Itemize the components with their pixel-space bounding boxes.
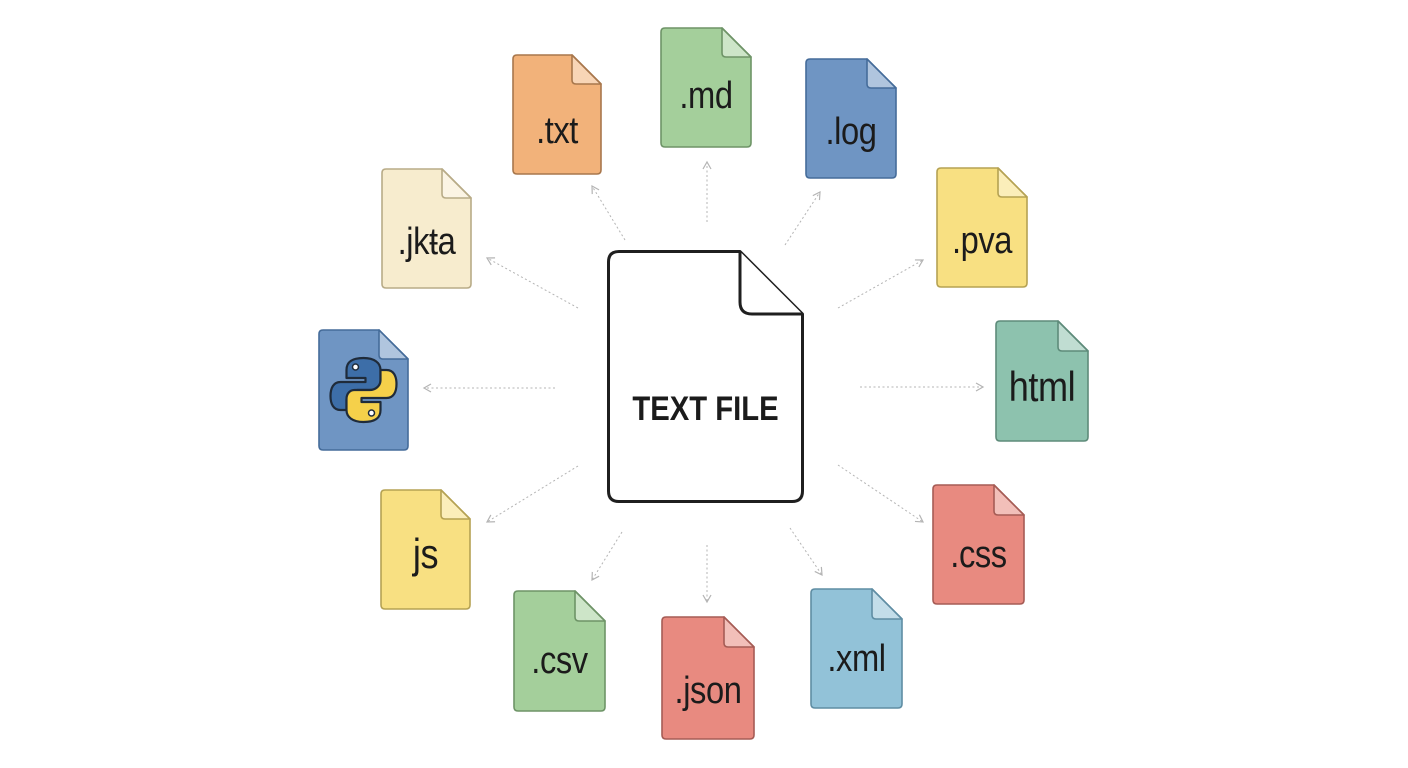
file-label-html: html	[1008, 363, 1076, 410]
file-icon-js: js	[380, 489, 471, 610]
file-icon-json: .json	[661, 616, 755, 740]
center-title: TEXT FILE	[632, 390, 779, 428]
file-icon-pva: .pva	[936, 167, 1028, 288]
center-file-shape	[607, 250, 804, 503]
file-icon-jkva: .jkŧa	[381, 168, 472, 289]
file-label-md: .md	[679, 75, 733, 117]
file-icon-css: .css	[932, 484, 1025, 605]
arrow-to-pva	[837, 259, 925, 309]
file-icon-html: html	[995, 320, 1089, 442]
file-shape-pva	[936, 167, 1028, 288]
arrow-to-csv	[591, 531, 623, 582]
arrow-to-log	[784, 190, 821, 246]
arrow-to-xml	[789, 527, 823, 576]
center-text-file-icon: TEXT FILE	[607, 250, 804, 503]
file-icon-txt: .txt	[512, 54, 602, 175]
file-shape-md	[660, 27, 752, 148]
file-icon-csv: .csv	[513, 590, 606, 712]
arrow-to-txt	[591, 184, 626, 241]
file-label-jkva: .jkŧa	[397, 221, 456, 263]
file-label-log: .log	[825, 111, 877, 153]
file-label-txt: .txt	[536, 110, 578, 152]
file-icon-python	[318, 329, 409, 451]
file-label-js: js	[412, 530, 439, 577]
file-shape-txt	[512, 54, 602, 175]
file-icon-xml: .xml	[810, 588, 903, 709]
python-logo-icon	[329, 356, 398, 424]
file-shape-jkva	[381, 168, 472, 289]
file-label-json: .json	[674, 670, 742, 712]
file-icon-log: .log	[805, 58, 897, 179]
file-shape-js	[380, 489, 471, 610]
file-shape-python	[318, 329, 409, 451]
file-label-csv: .csv	[531, 640, 588, 682]
arrow-to-jkva	[485, 257, 579, 309]
file-shape-log	[805, 58, 897, 179]
file-shape-html	[995, 320, 1089, 442]
file-shape-csv	[513, 590, 606, 712]
file-label-xml: .xml	[827, 638, 886, 680]
arrow-to-js	[485, 465, 579, 523]
file-shape-xml	[810, 588, 903, 709]
file-shape-css	[932, 484, 1025, 605]
arrow-to-css	[837, 464, 925, 523]
file-label-css: .css	[950, 534, 1007, 576]
file-icon-md: .md	[660, 27, 752, 148]
file-label-pva: .pva	[951, 220, 1013, 262]
file-shape-json	[661, 616, 755, 740]
